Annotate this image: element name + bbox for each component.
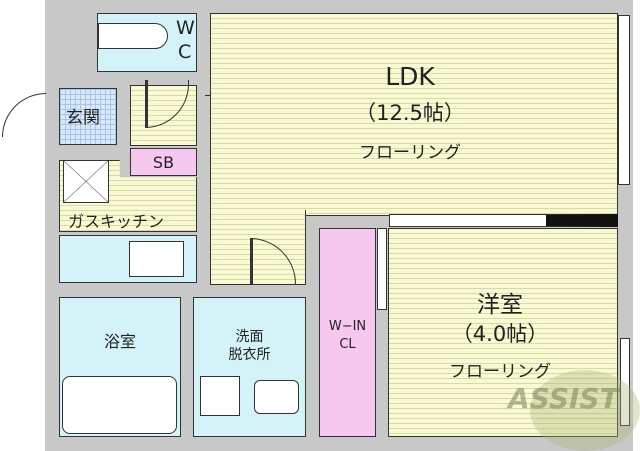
genkan-label: 玄関 bbox=[66, 108, 100, 128]
watermark-logo: ASSIST bbox=[508, 370, 640, 451]
wc-label-c: C bbox=[178, 41, 192, 63]
bedroom bbox=[388, 228, 618, 437]
entrance-door[interactable] bbox=[2, 93, 46, 137]
kitchen-label: ガスキッチン bbox=[68, 212, 165, 231]
walk-in-closet: W−IN CL bbox=[319, 228, 376, 437]
kitchen-counter bbox=[59, 235, 197, 283]
ldk-flooring: フローリング bbox=[359, 143, 461, 163]
bathtub-icon bbox=[62, 376, 177, 434]
toilet-icon bbox=[98, 23, 168, 49]
bedroom-flooring: フローリング bbox=[449, 362, 551, 382]
watermark-text: ASSIST bbox=[508, 382, 619, 415]
ldk-size: （12.5帖） bbox=[355, 101, 465, 125]
refrigerator-space-icon bbox=[63, 160, 109, 203]
sliding-partition[interactable] bbox=[389, 214, 618, 227]
sb-label: SB bbox=[152, 153, 175, 172]
washing-machine-space-icon bbox=[200, 376, 240, 416]
ldk-name: LDK bbox=[385, 62, 435, 91]
bath-label: 浴室 bbox=[103, 332, 136, 351]
closet-label-line1: W−IN bbox=[328, 319, 367, 334]
washbasin-icon bbox=[254, 380, 299, 414]
wc-label-w: W bbox=[176, 17, 195, 39]
bedroom-window bbox=[620, 338, 630, 426]
sink-icon bbox=[129, 241, 184, 277]
washroom-label-line2: 脱衣所 bbox=[228, 347, 271, 363]
ldk-window bbox=[618, 15, 630, 185]
shoe-box: SB bbox=[130, 148, 197, 176]
bedroom-name: 洋室 bbox=[477, 292, 523, 318]
closet-door[interactable] bbox=[377, 228, 387, 310]
genkan-room: 玄関 bbox=[59, 88, 117, 145]
ldk-room bbox=[210, 13, 618, 216]
wc-room: W C bbox=[97, 13, 197, 72]
bedroom-size: （4.0帖） bbox=[451, 322, 549, 346]
bathroom: 浴室 bbox=[59, 297, 181, 437]
washroom-label-line1: 洗面 bbox=[235, 329, 264, 345]
washroom: 洗面 脱衣所 bbox=[193, 297, 306, 437]
closet-label-line2: CL bbox=[339, 337, 356, 352]
